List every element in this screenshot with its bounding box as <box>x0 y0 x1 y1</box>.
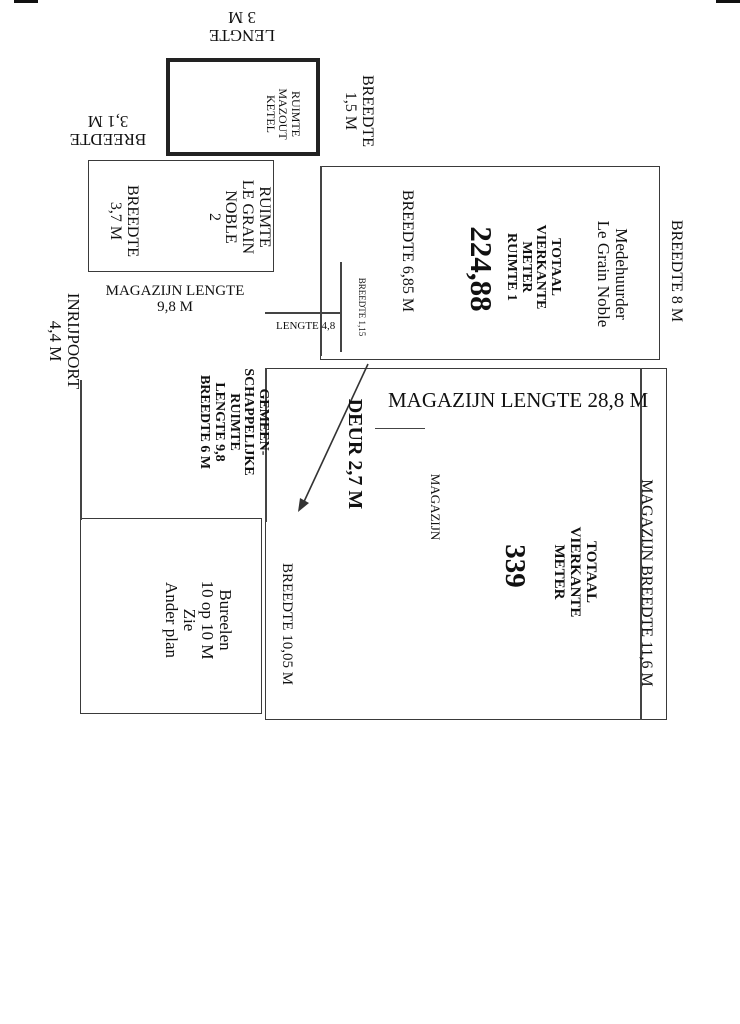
label-inrijpoort: INRIJPOORT 4,4 M <box>46 292 83 390</box>
dim-grain2-breedte-3-7: BREEDTE 3,7 M <box>107 185 141 257</box>
wall-line-magazijn-inner <box>265 368 267 522</box>
label-ruimte1-totaal: TOTAAL VIERKANTE METER RUIMTE 1 <box>503 224 563 310</box>
value-magazijn-area: 339 <box>499 544 531 588</box>
scan-corner-mark-right <box>716 0 740 3</box>
label-bureelen: Bureelen 10 op 10 M Zie Ander plan <box>162 580 235 660</box>
dim-lengte-4-8: LENGTE 4,8 <box>276 320 336 332</box>
room-mazout-ketel <box>166 58 320 156</box>
dim-ruimte1-breedte-8: BREEDTE 8 M <box>668 219 685 323</box>
dim-ruimte1-breedte-6-85: BREEDTE 6,85 M <box>399 189 416 313</box>
label-gemeenschappelijke-ruimte: GEMEEN- SCHAPPELIJKE RUIMTE LENGTE 9,8 B… <box>197 368 271 476</box>
wall-line-ruimte1-left <box>320 166 322 356</box>
dim-magazijn-lengte-9-8: MAGAZIJN LENGTE 9,8 M <box>105 283 245 315</box>
wall-line-breedte-1-15 <box>340 262 342 352</box>
label-magazijn-totaal: TOTAAL VIERKANTE METER <box>551 526 600 618</box>
room-bureelen <box>80 518 262 714</box>
label-le-grain-noble-2: RUIMTE LE GRAIN NOBLE 2 <box>205 179 273 255</box>
dim-magazijn-breedte-11-6: MAGAZIJN BREEDTE 11,6 M <box>638 479 655 687</box>
room-le-grain-noble-2 <box>88 160 274 272</box>
room-magazijn <box>265 368 667 720</box>
dim-breedte-10-05: BREEDTE 10,05 M <box>279 562 295 686</box>
wall-line-magazijn-right <box>640 368 642 720</box>
label-mazout-ketel: RUIMTE MAZOUT KETEL <box>263 88 303 140</box>
dim-mazout-breedte-1-5: BREEDTE 1,5 M <box>342 75 376 147</box>
label-medehuurder: Medehuurder Le Grain Noble <box>594 220 631 328</box>
dim-mazout-breedte-3-1: BREEDTE 3,1 M <box>69 112 147 149</box>
dim-magazijn-lengte-28-8: MAGAZIJN LENGTE 28,8 M <box>388 388 649 412</box>
wall-line-lengte-4-8 <box>265 312 341 314</box>
wall-line-inrijpoort <box>80 380 82 520</box>
value-ruimte1-area: 224,88 <box>464 226 499 312</box>
dim-mazout-lengte-3: LENGTE 3 M <box>208 8 276 45</box>
scan-corner-mark-left <box>14 0 38 3</box>
dim-breedte-1-15: BREEDTE 1,15 <box>357 277 367 337</box>
wall-line-mid <box>375 428 425 430</box>
label-magazijn: MAGAZIJN <box>428 473 443 541</box>
dim-deur-2-7: DEUR 2,7 M <box>344 398 366 510</box>
